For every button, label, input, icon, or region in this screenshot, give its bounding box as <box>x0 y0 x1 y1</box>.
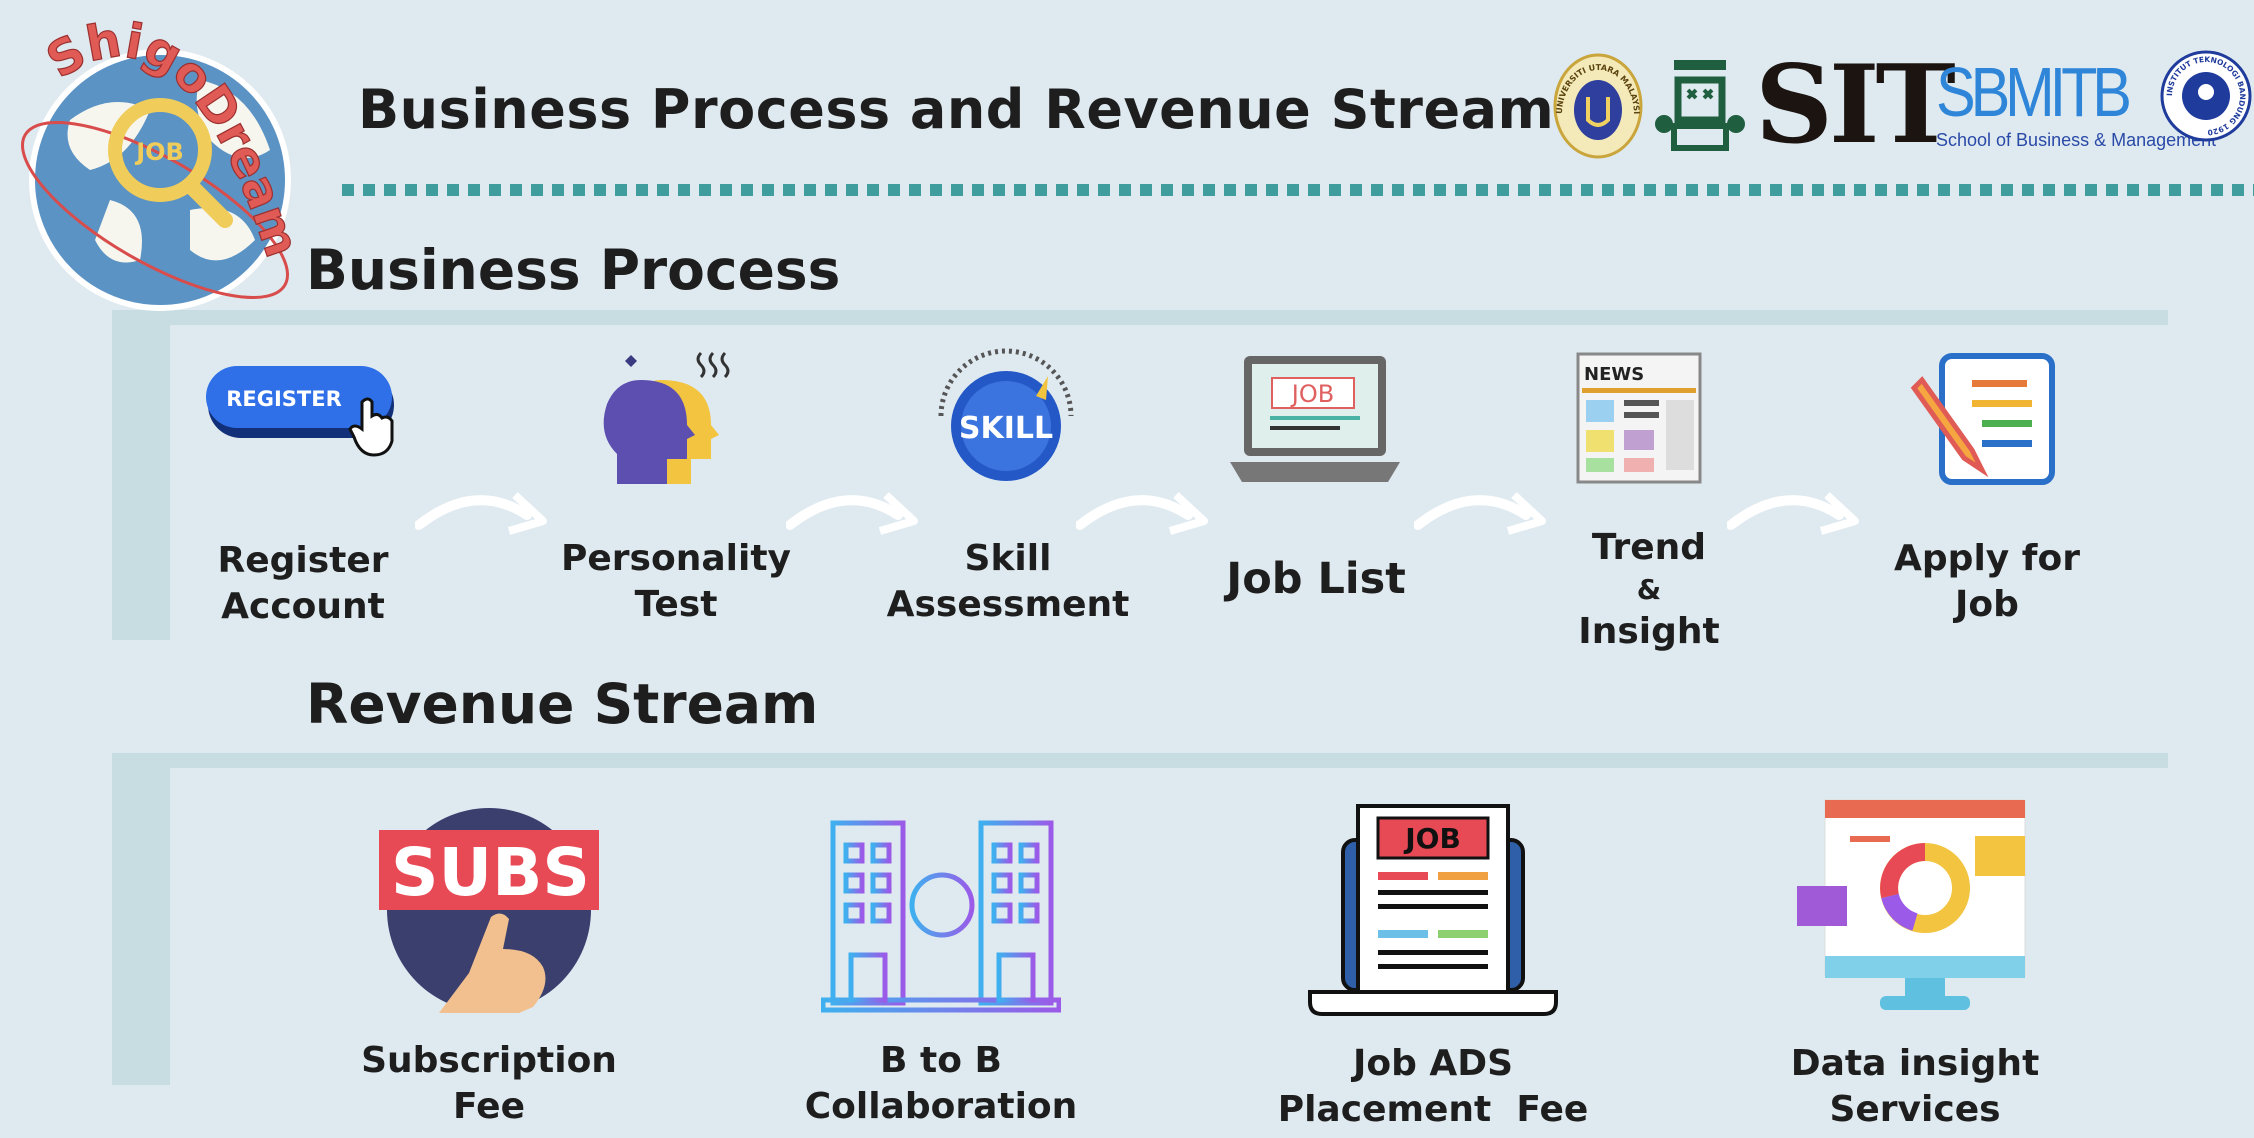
register-button-icon: REGISTER <box>202 360 402 484</box>
analytics-monitor-icon <box>1795 796 2035 1025</box>
section-band <box>115 310 2168 325</box>
section-band-left <box>112 310 170 640</box>
revenue-stream-heading: Revenue Stream <box>306 672 819 736</box>
form-pencil-icon <box>1902 350 2072 494</box>
shigodream-logo: JOB ShigoDream <box>0 0 311 330</box>
svg-text:REGISTER: REGISTER <box>226 387 342 411</box>
sbm-itb-wordmark: SBMITB <box>1936 53 2132 131</box>
job-ad-laptop-icon: JOB <box>1308 800 1558 1024</box>
arrow-icon <box>786 492 918 535</box>
section-band <box>170 753 2168 768</box>
svg-text:NEWS: NEWS <box>1584 364 1644 385</box>
step-label-job-list: Job List <box>1226 554 1406 604</box>
arrow-icon <box>415 492 547 535</box>
svg-text:SUBS: SUBS <box>391 834 590 911</box>
page-title: Business Process and Revenue Stream <box>358 78 1555 141</box>
sbm-subtitle: School of Business & Management <box>1936 130 2217 150</box>
shibaura-logo <box>1652 52 1748 160</box>
subscribe-icon: SUBS <box>377 805 599 1019</box>
itb-seal-logo: INSTITUT TEKNOLOGI BANDUNG 1920 <box>2160 50 2252 146</box>
arrow-icon <box>1727 492 1859 535</box>
arrow-icon <box>1414 492 1546 535</box>
step-label-trend-insight: Trend&Insight <box>1578 527 1720 652</box>
arrow-icon <box>1076 492 1208 535</box>
linked-buildings-icon <box>820 815 1062 1019</box>
heads-icon <box>601 345 751 494</box>
svg-text:JOB: JOB <box>1403 822 1461 855</box>
section-band-left <box>112 753 170 1085</box>
newspaper-icon: NEWS <box>1574 350 1704 489</box>
sbm-itb-logo: SBMITB School of Business & Management <box>1936 53 2217 151</box>
svg-text:JOB: JOB <box>1290 380 1334 408</box>
business-process-heading: Business Process <box>306 238 841 302</box>
svg-text:SKILL: SKILL <box>959 411 1053 446</box>
sit-logo: SIT <box>1755 42 1956 168</box>
dotted-divider <box>342 184 2254 196</box>
svg-text:JOB: JOB <box>134 138 184 166</box>
skill-gauge-icon: SKILL <box>931 346 1081 490</box>
laptop-job-icon: JOB <box>1230 352 1400 491</box>
uum-seal-logo: UNIVERSITI UTARA MALAYSIA <box>1549 45 1644 164</box>
